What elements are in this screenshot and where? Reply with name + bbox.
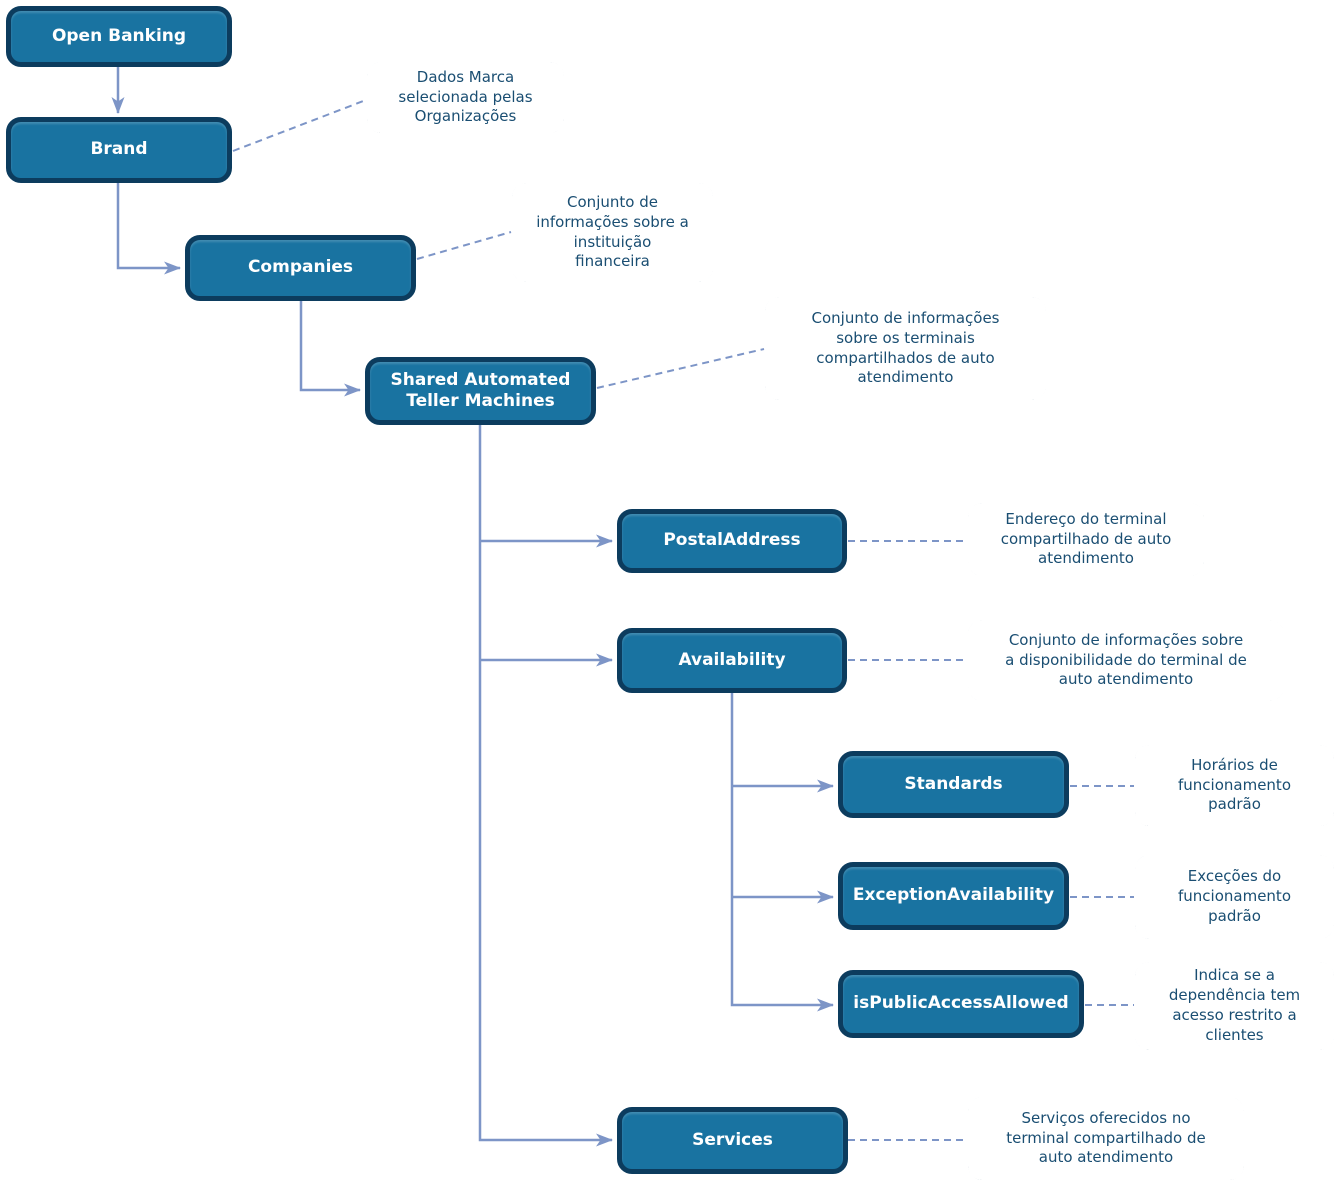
node-label: Companies xyxy=(247,257,354,278)
node-label: isPublicAccessAllowed xyxy=(853,993,1069,1014)
node-label: PostalAddress xyxy=(663,530,801,551)
note-link-satm xyxy=(596,348,765,389)
note-link-companies xyxy=(416,231,512,260)
node-label: Standards xyxy=(904,773,1003,794)
note-shared-automated-teller-machines: Conjunto de informações sobre os termina… xyxy=(765,297,1046,400)
node-services: Services xyxy=(617,1107,848,1174)
node-is-public-access-allowed: isPublicAccessAllowed xyxy=(838,970,1084,1038)
node-label: Brand xyxy=(90,139,148,160)
node-exception-availability: ExceptionAvailability xyxy=(838,862,1069,930)
note-brand: Dados Marca selecionada pelas Organizaçõ… xyxy=(367,62,564,133)
connector-availability-ispublic-trunk xyxy=(730,693,834,1012)
node-brand: Brand xyxy=(6,117,232,183)
node-label: Shared Automated Teller Machines xyxy=(390,369,571,411)
note-text: Exceções do funcionamento padrão xyxy=(1178,867,1291,925)
node-open-banking: Open Banking xyxy=(6,6,232,67)
note-text: Serviços oferecidos no terminal comparti… xyxy=(1006,1108,1206,1167)
note-standards: Horários de funcionamento padrão xyxy=(1135,745,1334,826)
note-text: Indica se a dependência tem acesso restr… xyxy=(1168,966,1301,1044)
node-label: Availability xyxy=(678,649,786,670)
note-text: Horários de funcionamento padrão xyxy=(1178,755,1291,814)
node-shared-automated-teller-machines: Shared Automated Teller Machines xyxy=(365,357,596,425)
connector-companies-satm xyxy=(299,301,361,397)
node-standards: Standards xyxy=(838,751,1069,818)
node-label: Open Banking xyxy=(51,25,187,46)
note-link-brand xyxy=(232,99,367,152)
connector-brand-companies xyxy=(116,183,181,275)
node-companies: Companies xyxy=(185,235,416,301)
note-text: Conjunto de informações sobre os termina… xyxy=(811,308,1000,387)
note-text: Conjunto de informações sobre a disponib… xyxy=(1005,630,1247,689)
node-availability: Availability xyxy=(617,628,847,693)
connector-satm-services-trunk xyxy=(478,425,613,1147)
note-text: Endereço do terminal compartilhado de au… xyxy=(1000,509,1172,568)
note-services: Serviços oferecidos no terminal comparti… xyxy=(968,1097,1244,1180)
node-postal-address: PostalAddress xyxy=(617,509,847,573)
node-label: ExceptionAvailability xyxy=(852,885,1055,906)
note-text: Conjunto de informações sobre a institui… xyxy=(536,192,689,271)
note-is-public-access-allowed: Indica se a dependência tem acesso restr… xyxy=(1135,962,1334,1050)
note-text: Dados Marca selecionada pelas Organizaçõ… xyxy=(398,67,533,126)
note-exception-availability: Exceções do funcionamento padrão xyxy=(1135,855,1334,939)
note-companies: Conjunto de informações sobre a institui… xyxy=(512,183,713,282)
note-availability: Conjunto de informações sobre a disponib… xyxy=(968,620,1284,701)
node-label: Services xyxy=(692,1129,773,1150)
note-postal-address: Endereço do terminal compartilhado de au… xyxy=(968,503,1204,576)
